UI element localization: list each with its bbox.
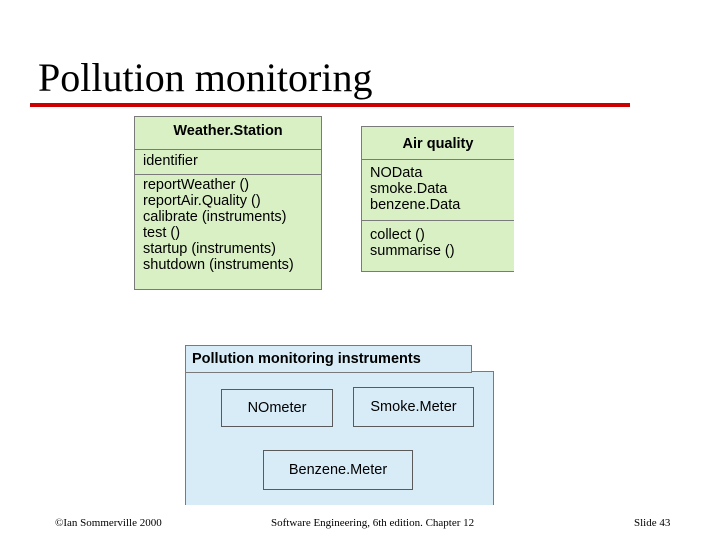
- air-quality-attribute: benzene.Data: [370, 197, 461, 213]
- air-quality-class-name: Air quality: [362, 127, 514, 160]
- slide-title: Pollution monitoring: [38, 55, 373, 100]
- no-meter-box: NOmeter: [221, 389, 333, 427]
- weather-station-operation: startup (instruments): [143, 241, 276, 257]
- weather-station-operation: test (): [143, 225, 181, 241]
- air-quality-operations: collect () summarise (): [362, 221, 514, 261]
- weather-station-attribute: identifier: [143, 153, 198, 169]
- benzene-meter-box: Benzene.Meter: [263, 450, 413, 490]
- footer-slide-number: Slide 43: [634, 517, 671, 529]
- weather-station-class-name: Weather.Station: [135, 117, 321, 150]
- air-quality-attribute: smoke.Data: [370, 181, 448, 197]
- weather-station-operation: reportWeather (): [143, 177, 250, 193]
- air-quality-attributes: NOData smoke.Data benzene.Data: [362, 160, 514, 221]
- footer-book-title: Software Engineering, 6th edition. Chapt…: [271, 517, 475, 529]
- footer-copyright: ©Ian Sommerville 2000: [55, 517, 162, 529]
- air-quality-attribute: NOData: [370, 165, 423, 181]
- weather-station-operation: shutdown (instruments): [143, 257, 294, 273]
- instruments-package-tab: Pollution monitoring instruments: [185, 345, 472, 373]
- weather-station-operation: calibrate (instruments): [143, 209, 287, 225]
- weather-station-operation: reportAir.Quality (): [143, 193, 261, 209]
- air-quality-operation: summarise (): [370, 243, 455, 259]
- title-rule: [30, 103, 630, 107]
- weather-station-class: Weather.Station identifier reportWeather…: [134, 116, 322, 290]
- smoke-meter-box: Smoke.Meter: [353, 387, 474, 427]
- air-quality-operation: collect (): [370, 227, 425, 243]
- air-quality-class: Air quality NOData smoke.Data benzene.Da…: [361, 126, 514, 272]
- weather-station-operations: reportWeather () reportAir.Quality () ca…: [135, 175, 321, 275]
- weather-station-attributes: identifier: [135, 150, 321, 175]
